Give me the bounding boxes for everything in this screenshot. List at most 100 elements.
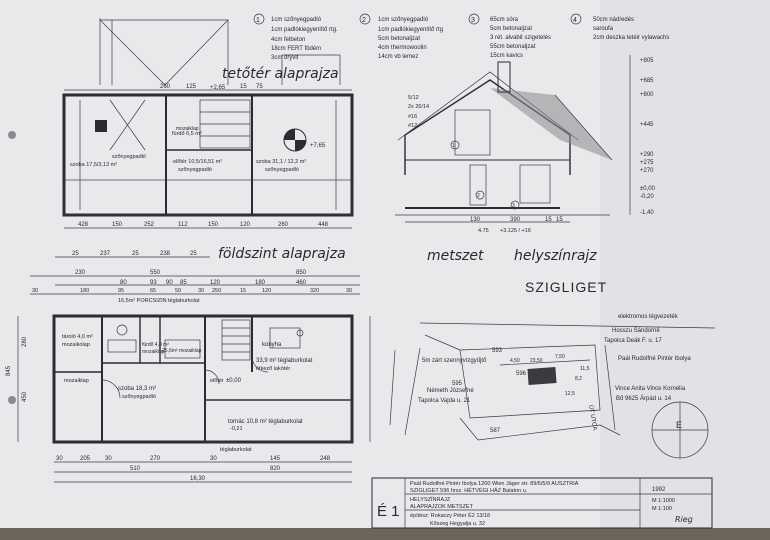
drawing-label: 145	[270, 456, 281, 462]
sheet-mark: É 1	[377, 503, 400, 520]
drawing-label: szőnyegpadló	[178, 167, 212, 173]
drawing-label: 1cm szőnyegpadló	[271, 17, 322, 23]
drawing-label: mozaiklap	[64, 378, 89, 384]
site-title: helyszínrajz	[514, 248, 597, 264]
drawing-label: #16	[408, 114, 417, 120]
drawing-label: 120	[210, 280, 221, 286]
drawing-label: 15	[556, 217, 563, 223]
drawing-label: ±0,00	[640, 186, 656, 192]
drawing-label: HELYSZÍNRAJZ	[410, 496, 451, 503]
drawing-label: 850	[296, 270, 307, 276]
drawing-label: #12	[408, 123, 417, 129]
layer-legend: 1 1cm szőnyegpadló 1cm padlókiegyenlítő …	[253, 13, 669, 61]
drawing-label: +7,65	[310, 143, 326, 149]
drawing-label: 15	[240, 288, 246, 294]
drawing-label: saroufa	[593, 26, 614, 32]
drawing-label: ALAPRAJZOK METSZET	[410, 504, 474, 510]
drawing-label: 230	[75, 270, 86, 276]
drawing-label: Paál Rudolfné Pintér Ibolya	[618, 356, 691, 362]
drawing-label: Hosszu Sándorné	[612, 328, 660, 334]
drawing-label: 1cm padlókiegyenlítő rtg	[378, 27, 443, 33]
drawing-label: 248	[320, 456, 331, 462]
drawing-label: Tapolca Vajda u. 21	[418, 398, 471, 404]
drawing-label: 320	[310, 288, 319, 294]
drawing-label: 260	[278, 222, 289, 228]
drawing-label: +2,65	[210, 85, 226, 91]
drawing-label: építész: Rokaczy Péter É2 13/18	[410, 512, 490, 519]
drawing-label: -0,21	[230, 426, 243, 432]
binding-hole	[8, 131, 16, 139]
layer-2: 2 1cm szőnyegpadló 1cm padlókiegyenlítő …	[359, 13, 443, 60]
drawing-label: 95	[118, 288, 124, 294]
drawing-label: -1,40	[640, 210, 654, 216]
drawing-label: 5m zárt szennyvízgyűjtő	[422, 358, 487, 364]
drawing-label: 16,5m² PORCSIZIN	[118, 298, 167, 304]
drawing-label: 270	[150, 456, 161, 462]
drawing-label: M 1:1000	[652, 498, 675, 504]
drawing-label: +290	[640, 152, 654, 158]
drawing-label: +600	[640, 92, 654, 98]
drawing-label: +445	[640, 122, 654, 128]
drawing-label: 4cm thermowoolin	[378, 45, 427, 51]
drawing-label: 180	[80, 288, 89, 294]
drawing-label: 25,6m² mozaiklap	[162, 348, 202, 354]
drawing-label: 460	[296, 280, 307, 286]
drawing-label: Tapolca Deák F. u. 17	[604, 338, 662, 344]
ground-title: földszint alaprajza	[218, 246, 346, 262]
drawing-label: Paál Rudolfné Pintér Ibolya 1200 Wien Jä…	[410, 481, 579, 487]
drawing-label: 428	[78, 222, 89, 228]
drawing-label: téglaburkolat	[220, 447, 252, 453]
layer-4: 4 50cm nád/edés saroufa 2cm deszka tetéi…	[570, 13, 669, 41]
drawing-label: 596	[516, 371, 527, 377]
drawing-label: 845	[6, 365, 12, 376]
drawing-label: +275	[640, 160, 654, 166]
drawing-label: mozaiklap	[176, 126, 199, 132]
drawing-label: 4	[573, 17, 577, 24]
ground-living-label: 33,9 m² téglaburkolat	[256, 358, 313, 364]
section-drawing: 1 2 3 5/12 2x 26/14 #16 #12 +805 +685 +6…	[395, 55, 656, 264]
drawing-label: 30	[105, 456, 112, 462]
ground-floor-plan: földszint alaprajza 25 237 25 238 25 230…	[6, 246, 371, 483]
drawing-label: ÚT UTCA	[587, 404, 598, 431]
drawing-label: téglaburkolat	[168, 298, 200, 304]
drawing-label: 280	[22, 336, 28, 347]
drawing-label: 15cm kavics	[490, 53, 523, 59]
drawing-label: 1992	[652, 487, 666, 493]
drawing-label: 55cm betonaljzat	[490, 44, 536, 50]
place-title: SZIGLIGET	[525, 279, 607, 295]
drawing-label: 112	[178, 222, 188, 228]
site-plan: SZIGLIGET elektromos légvezeték Hosszu S…	[389, 279, 716, 459]
drawing-label: 4,50	[510, 358, 520, 364]
drawing-label: szőnyegpadló	[122, 394, 156, 400]
drawing-label: 238	[160, 251, 171, 257]
attic-title: tetőtér alaprajza	[222, 66, 339, 82]
table-edge	[0, 528, 770, 540]
drawing-label: 150	[112, 222, 123, 228]
drawing-label: 2x 26/14	[408, 104, 429, 110]
drawing-label: 30	[198, 288, 204, 294]
drawing-label: 587	[490, 428, 501, 434]
layer-3: 3 65cm sóra 5cm betonaljzat 3 rét. alvab…	[468, 13, 551, 59]
drawing-label: 14cm vb lemez	[378, 54, 418, 60]
drawing-label: 30	[32, 288, 38, 294]
drawing-label: Bő 9625 Árpád u. 14	[616, 395, 672, 402]
drawing-label: Rieg	[675, 515, 693, 524]
drawing-label: 2	[362, 17, 366, 24]
drawing-label: fürdő 6,5 m²	[172, 131, 202, 137]
drawing-label: 120	[262, 288, 271, 294]
drawing-label: 390	[510, 217, 521, 223]
drawing-label: 16,30	[190, 476, 206, 482]
ground-kitchen-label: konyha	[262, 342, 282, 348]
drawing-label: 25	[190, 251, 197, 257]
drawing-label: 12,5	[565, 391, 575, 397]
drawing-label: 5/12	[408, 95, 419, 101]
drawing-label: SZIGLIGET 596 hrsz. HÉTVÉGI HÁZ Balaton …	[410, 487, 528, 494]
drawing-label: Kőszeg Hegyalja u. 32	[430, 521, 485, 527]
drawing-label: fürdő 4,0 m²	[142, 342, 169, 348]
drawing-label: 180	[255, 280, 266, 286]
drawing-label: 5cm betonaljzat	[490, 26, 532, 32]
drawing-label: 3 rét. alvabit szigetelés	[490, 35, 551, 41]
drawing-label: mozaikolap	[62, 342, 90, 348]
drawing-label: étkező lakótér	[256, 366, 290, 372]
drawing-label: mozaiklap	[142, 349, 165, 355]
